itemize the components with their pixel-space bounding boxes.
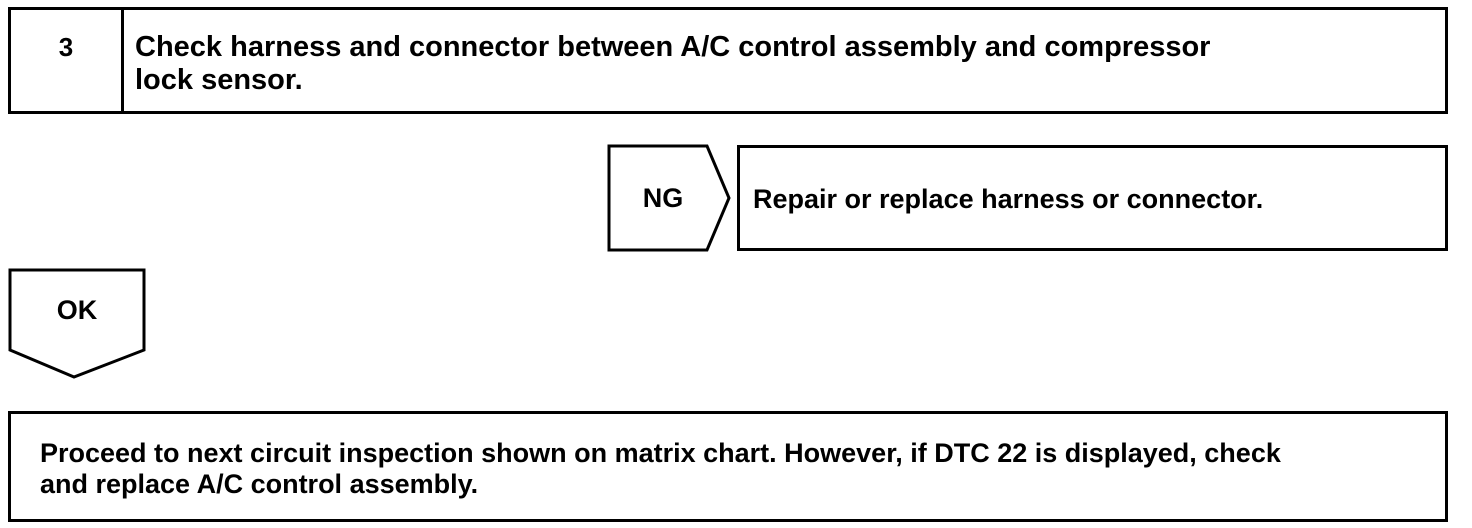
step-instruction: Check harness and connector between A/C … (124, 10, 1445, 111)
ok-label: OK (56, 295, 98, 325)
step-box: 3 Check harness and connector between A/… (8, 7, 1448, 114)
ng-result-text: Repair or replace harness or connector. (753, 184, 1264, 214)
step-instruction-line-1: Check harness and connector between A/C … (135, 31, 1211, 63)
final-instruction-line-2: and replace A/C control assembly. (40, 469, 479, 499)
step-number: 3 (11, 10, 124, 111)
ng-result-box: Repair or replace harness or connector. (737, 145, 1448, 251)
final-instruction-line-1: Proceed to next circuit inspection shown… (40, 438, 1281, 468)
step-instruction-line-2: lock sensor. (135, 64, 303, 96)
ng-label: NG (642, 183, 684, 213)
final-instruction-box: Proceed to next circuit inspection shown… (8, 411, 1448, 522)
